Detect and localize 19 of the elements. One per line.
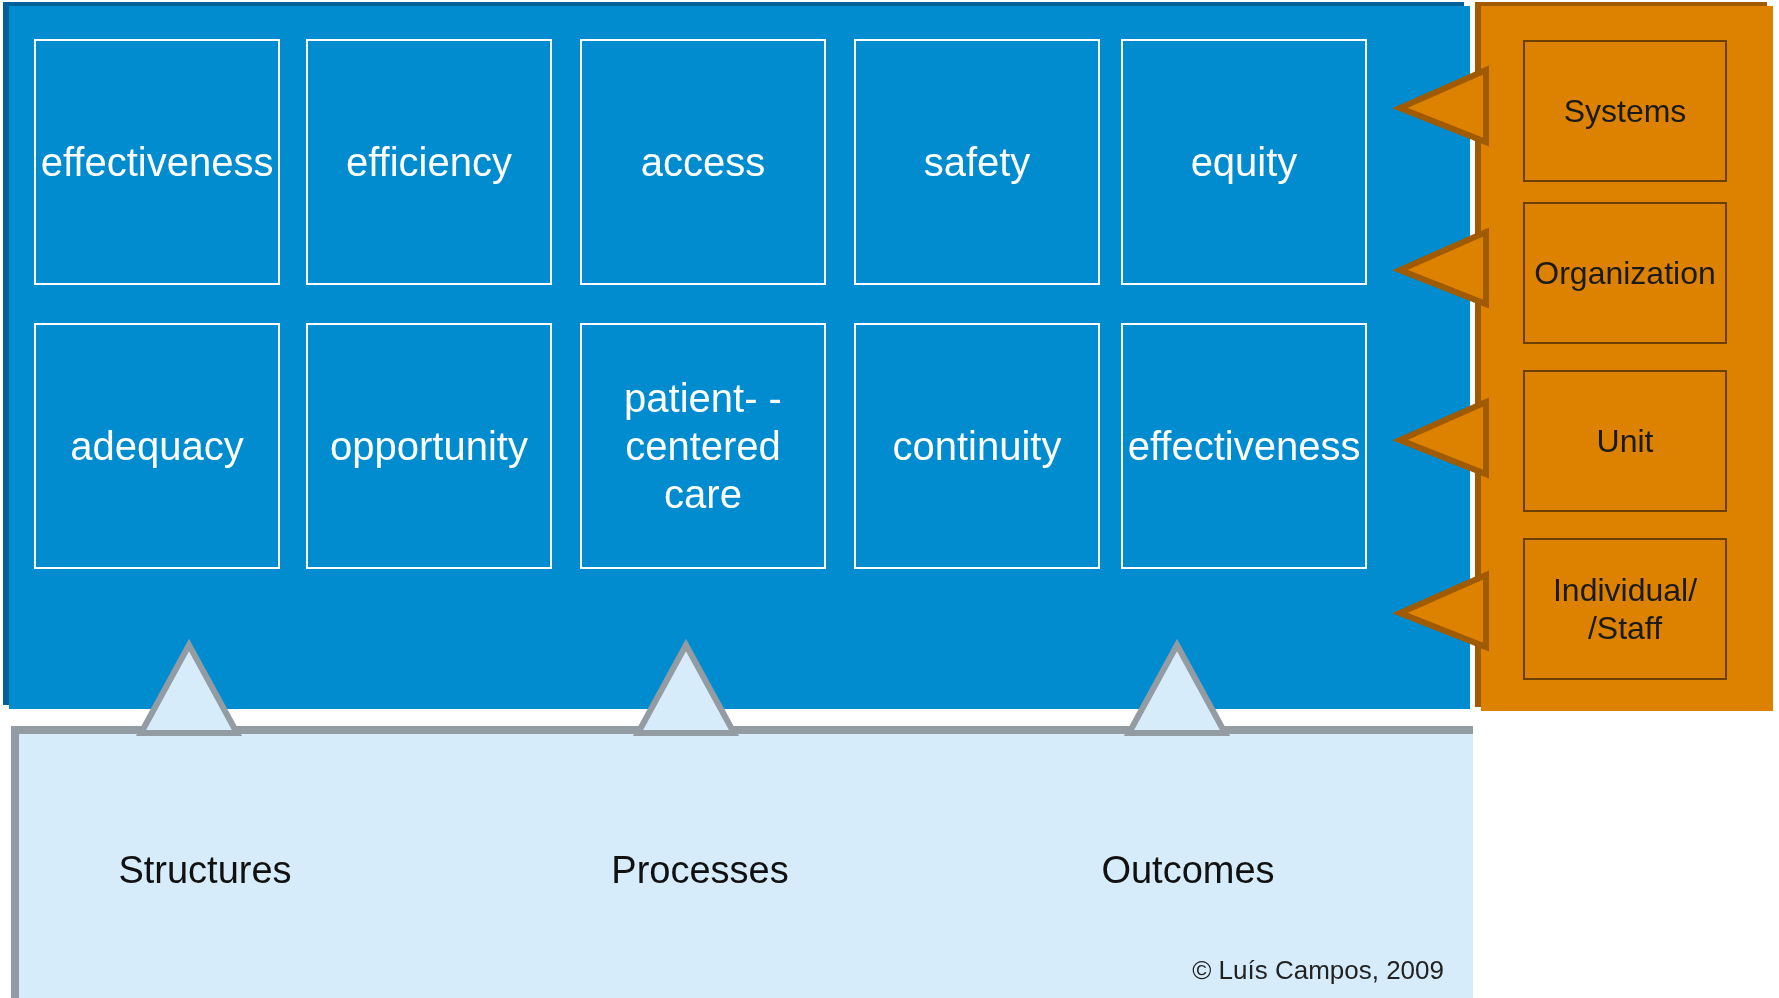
copyright-note: © Luís Campos, 2009 [1192,955,1444,986]
text-box: effectiveness [1121,323,1367,569]
text-box: effectiveness [34,39,280,285]
category-label: Processes [610,849,790,892]
panel [11,726,1473,998]
text-box: Organization [1523,202,1727,344]
text-box: efficiency [306,39,552,285]
text-box: continuity [854,323,1100,569]
text-box: opportunity [306,323,552,569]
text-box: safety [854,39,1100,285]
text-box: Individual/ /Staff [1523,538,1727,680]
text-box: Unit [1523,370,1727,512]
text-box: Systems [1523,40,1727,182]
category-label: Structures [117,849,293,892]
text-box: patient- -centered care [580,323,826,569]
text-box: access [580,39,826,285]
text-box: equity [1121,39,1367,285]
category-label: Outcomes [1100,849,1276,892]
text-box: adequacy [34,323,280,569]
